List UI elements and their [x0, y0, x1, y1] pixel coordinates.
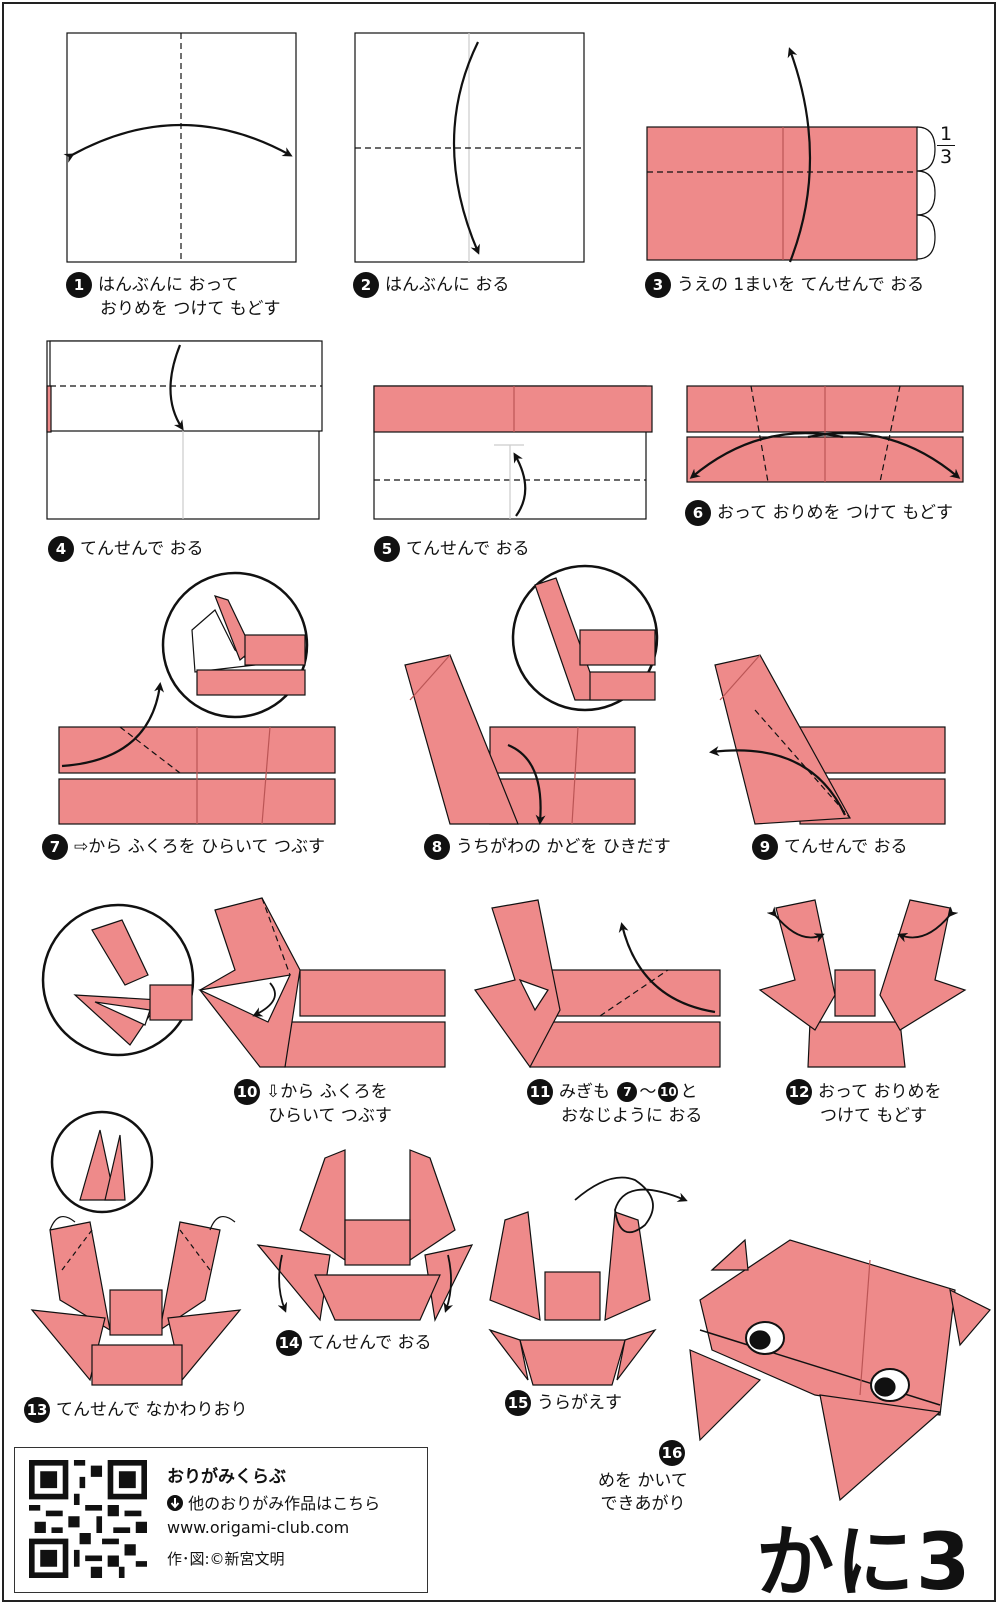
step-number-6: 6 — [685, 500, 711, 526]
step-number-2: 2 — [353, 272, 379, 298]
step-10-diagram — [41, 897, 446, 1068]
credit-line: 作･図:©新宮文明 — [167, 1550, 285, 1568]
step-number-14: 14 — [276, 1330, 302, 1356]
down-arrow-circle-icon — [167, 1495, 183, 1511]
caption-step-14: 14 てんせんで おる — [276, 1330, 432, 1356]
caption-step-12-line2: つけて もどす — [820, 1106, 928, 1126]
step-12-diagram — [758, 899, 967, 1068]
step-number-7: 7 — [42, 834, 68, 860]
caption-step-15-line1: うらがえす — [537, 1393, 622, 1413]
step-16-diagram — [689, 1238, 991, 1502]
caption-step-10-line2: ひらいて つぶす — [268, 1106, 392, 1126]
step-number-9: 9 — [752, 834, 778, 860]
caption-step-3-line1: うえの 1まいを てんせんで おる — [677, 275, 925, 295]
fraction-one-third: 1 3 — [937, 124, 955, 167]
caption-step-13-line1: てんせんで なかわりおり — [56, 1400, 248, 1420]
caption-step-5: 5 てんせんで おる — [374, 536, 530, 562]
more-works-text: 他のおりがみ作品はこちら — [188, 1494, 381, 1513]
caption-step-12-line1: おって おりめを — [818, 1082, 942, 1102]
caption-step-13: 13 てんせんで なかわりおり — [24, 1397, 248, 1423]
caption-step-4-line1: てんせんで おる — [80, 539, 204, 559]
step-number-15: 15 — [505, 1390, 531, 1416]
caption-step-11-line1: みぎも — [559, 1082, 610, 1102]
caption-step-8: 8 うちがわの かどを ひきだす — [424, 834, 671, 860]
caption-step-10: 10 ⇩から ふくろを ひらいて つぶす — [234, 1079, 392, 1128]
caption-step-6: 6 おって おりめを つけて もどす — [685, 500, 953, 526]
step-15-diagram — [488, 1176, 688, 1386]
step-number-4: 4 — [48, 536, 74, 562]
caption-step-16-line2: できあがり — [600, 1494, 686, 1514]
step-number-8: 8 — [424, 834, 450, 860]
step-7-diagram — [58, 571, 336, 825]
step-number-13: 13 — [24, 1397, 50, 1423]
step-ref-10: 10 — [658, 1082, 679, 1102]
caption-step-10-line1: ⇩から ふくろを — [266, 1082, 388, 1102]
footer-box: おりがみくらぶ 他のおりがみ作品はこちら www.origami-club.co… — [14, 1447, 428, 1593]
step-number-16: 16 — [658, 1440, 685, 1466]
brand-name: おりがみくらぶ — [167, 1467, 286, 1487]
caption-step-15: 15 うらがえす — [505, 1390, 622, 1416]
caption-step-12: 12 おって おりめを つけて もどす — [786, 1079, 942, 1128]
step-number-5: 5 — [374, 536, 400, 562]
caption-step-16-line1: めを かいて — [598, 1471, 688, 1491]
caption-step-14-line1: てんせんで おる — [308, 1333, 432, 1353]
caption-step-6-line1: おって おりめを つけて もどす — [717, 503, 954, 523]
caption-step-9: 9 てんせんで おる — [752, 834, 908, 860]
caption-step-1-line1: はんぶんに おって — [98, 275, 239, 295]
page-title: かに3 — [756, 1518, 973, 1608]
step-13-diagram — [30, 1110, 242, 1386]
caption-step-2: 2 はんぶんに おる — [353, 272, 509, 298]
more-works-link[interactable]: 他のおりがみ作品はこちら — [167, 1490, 380, 1514]
fraction-denominator: 3 — [939, 146, 953, 168]
qr-code[interactable] — [29, 1460, 147, 1578]
caption-step-8-line1: うちがわの かどを ひきだす — [456, 837, 671, 857]
step-9-diagram — [709, 654, 946, 825]
step-5-diagram — [373, 385, 653, 520]
step-number-11: 11 — [527, 1079, 553, 1105]
caption-step-7: 7 ⇨から ふくろを ひらいて つぶす — [42, 834, 325, 860]
step-number-10: 10 — [234, 1079, 260, 1105]
caption-step-11-after: と — [680, 1082, 698, 1102]
caption-step-7-line1: ⇨から ふくろを ひらいて つぶす — [74, 837, 325, 857]
step-3-diagram — [646, 47, 936, 263]
step-14-diagram — [256, 1149, 474, 1322]
step-11-diagram — [473, 899, 721, 1069]
step-8-diagram — [404, 564, 659, 825]
caption-step-9-line1: てんせんで おる — [784, 837, 908, 857]
site-url[interactable]: www.origami-club.com — [167, 1518, 350, 1537]
step-6-diagram — [686, 385, 964, 483]
caption-step-1-line2: おりめを つけて もどす — [100, 299, 281, 319]
caption-step-2-line1: はんぶんに おる — [385, 275, 510, 295]
tilde: 〜 — [639, 1082, 657, 1102]
caption-step-1: 1 はんぶんに おって おりめを つけて もどす — [66, 272, 280, 321]
step-number-1: 1 — [66, 272, 92, 298]
step-number-12: 12 — [786, 1079, 812, 1105]
caption-step-3: 3 うえの 1まいを てんせんで おる — [645, 272, 924, 298]
step-number-3: 3 — [645, 272, 671, 298]
caption-step-16: 16 めを かいて できあがり — [598, 1440, 688, 1516]
caption-step-5-line1: てんせんで おる — [406, 539, 530, 559]
step-4-diagram — [46, 340, 323, 520]
step-1-diagram — [63, 32, 297, 263]
step-2-diagram — [354, 32, 585, 263]
step-ref-7: 7 — [617, 1082, 638, 1102]
caption-step-4: 4 てんせんで おる — [48, 536, 204, 562]
fraction-bar — [937, 145, 955, 146]
fraction-numerator: 1 — [939, 123, 953, 145]
caption-step-11-line2: おなじように おる — [561, 1106, 703, 1126]
